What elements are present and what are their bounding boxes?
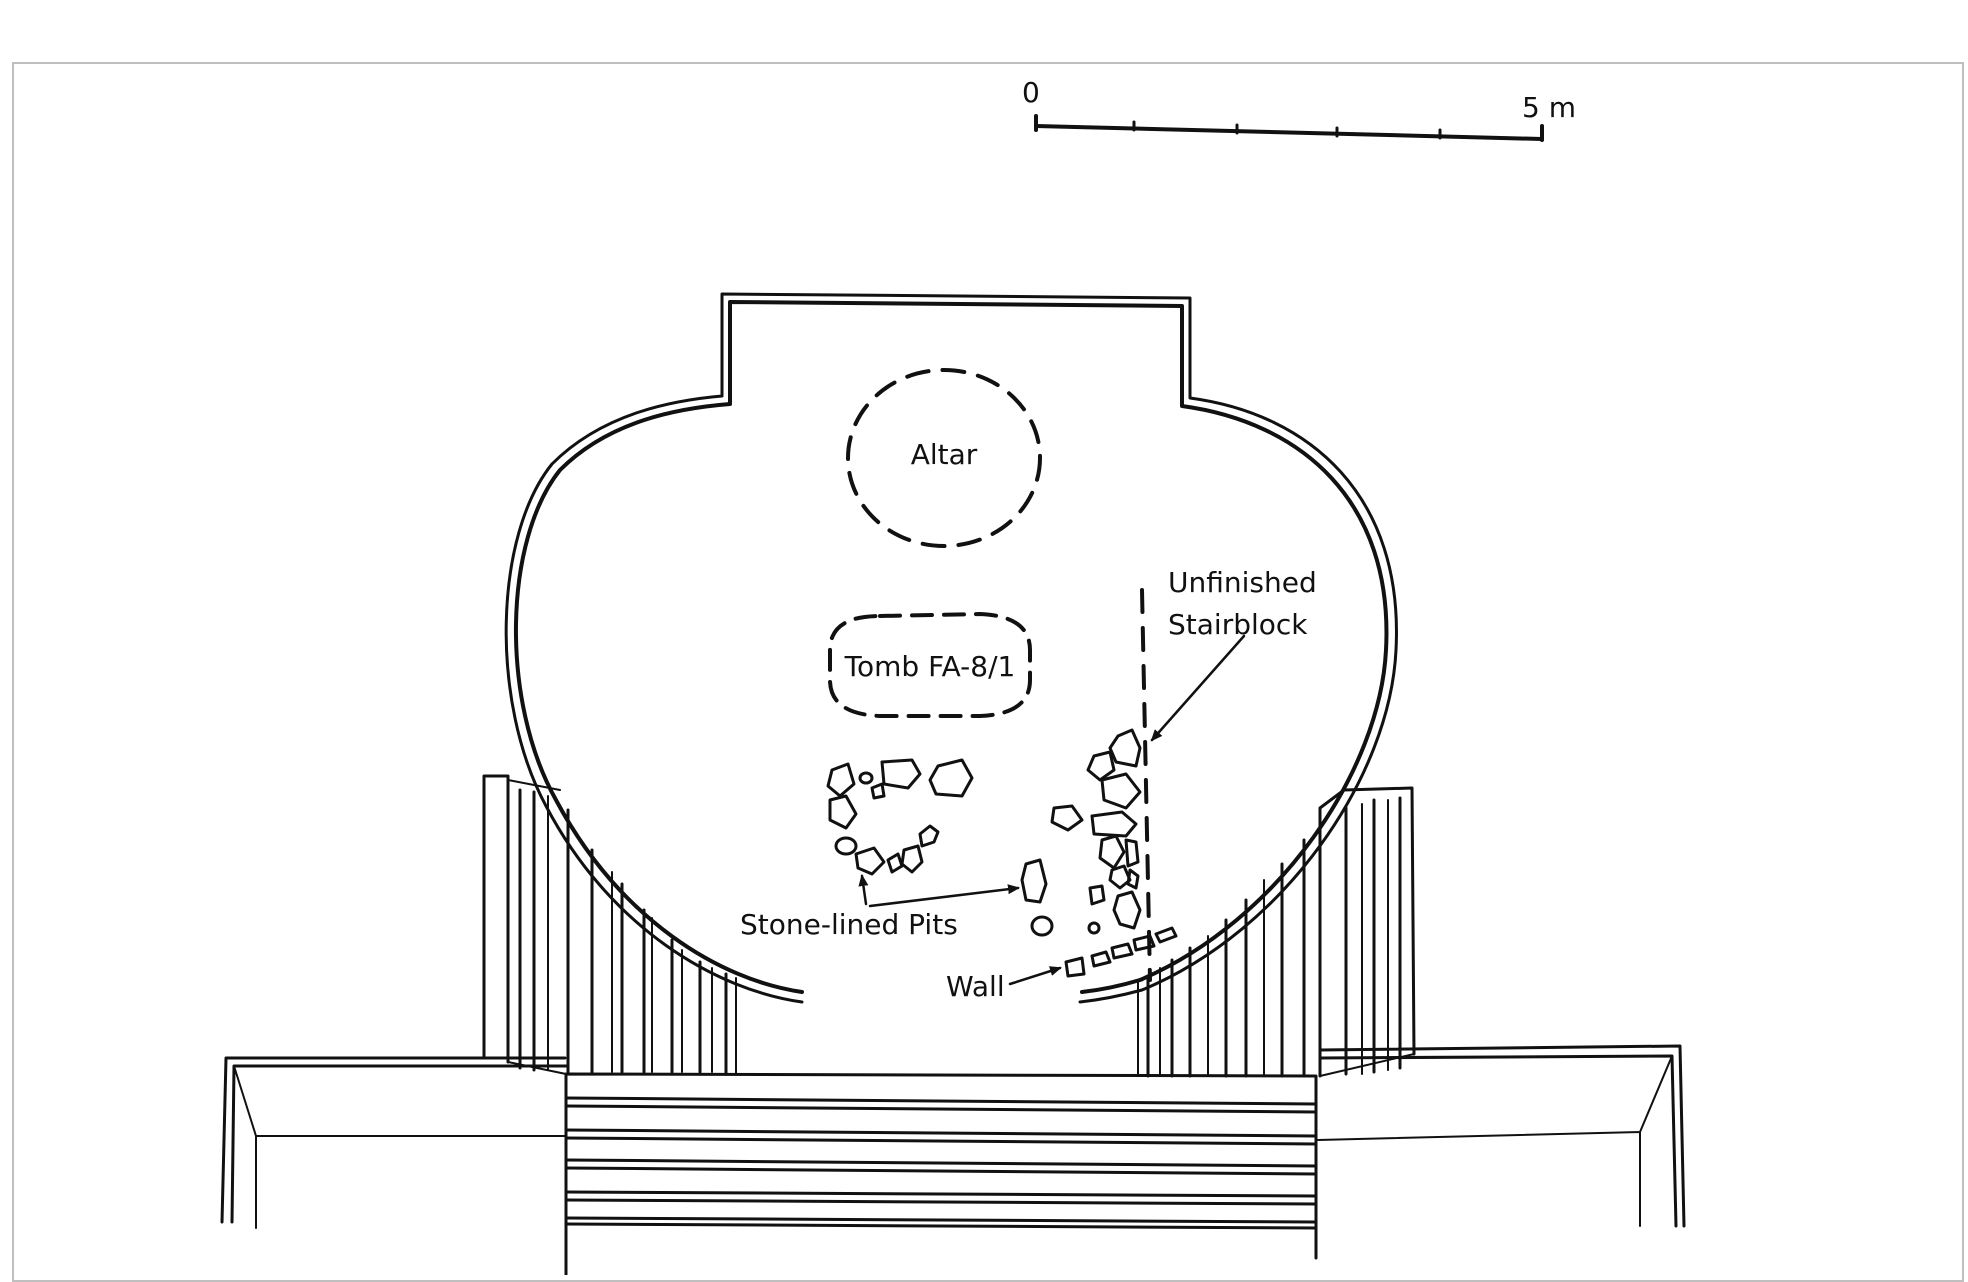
- stone-pit-left: [826, 758, 974, 876]
- chamber-outline: [504, 292, 1398, 1004]
- lower-platform: [220, 1044, 1686, 1229]
- wall-label: Wall: [946, 970, 1005, 1003]
- altar-outline: [846, 368, 1042, 548]
- stairblock-dashed-line: [1140, 588, 1152, 982]
- tomb-outline: [828, 612, 1032, 718]
- altar-label: Altar: [911, 438, 978, 471]
- tomb-label: Tomb FA-8/1: [844, 650, 1016, 683]
- right-terrace-wing: [1137, 786, 1416, 1078]
- scale-bar: [1034, 114, 1544, 142]
- annotation-arrows: [858, 634, 1246, 986]
- scale-start-label: 0: [1022, 76, 1040, 109]
- stairblock-label-line1: Unfinished: [1168, 566, 1317, 599]
- wall-remains: [1064, 926, 1178, 978]
- figure-frame: [12, 62, 1964, 1282]
- stairblock-label-line2: Stairblock: [1168, 608, 1308, 641]
- stone-pit-right: [1020, 728, 1142, 937]
- stone-pits-label: Stone-lined Pits: [740, 908, 958, 941]
- staircase: [564, 1072, 1318, 1275]
- scale-end-label: 5 m: [1522, 91, 1576, 124]
- left-terrace-wing: [482, 774, 737, 1076]
